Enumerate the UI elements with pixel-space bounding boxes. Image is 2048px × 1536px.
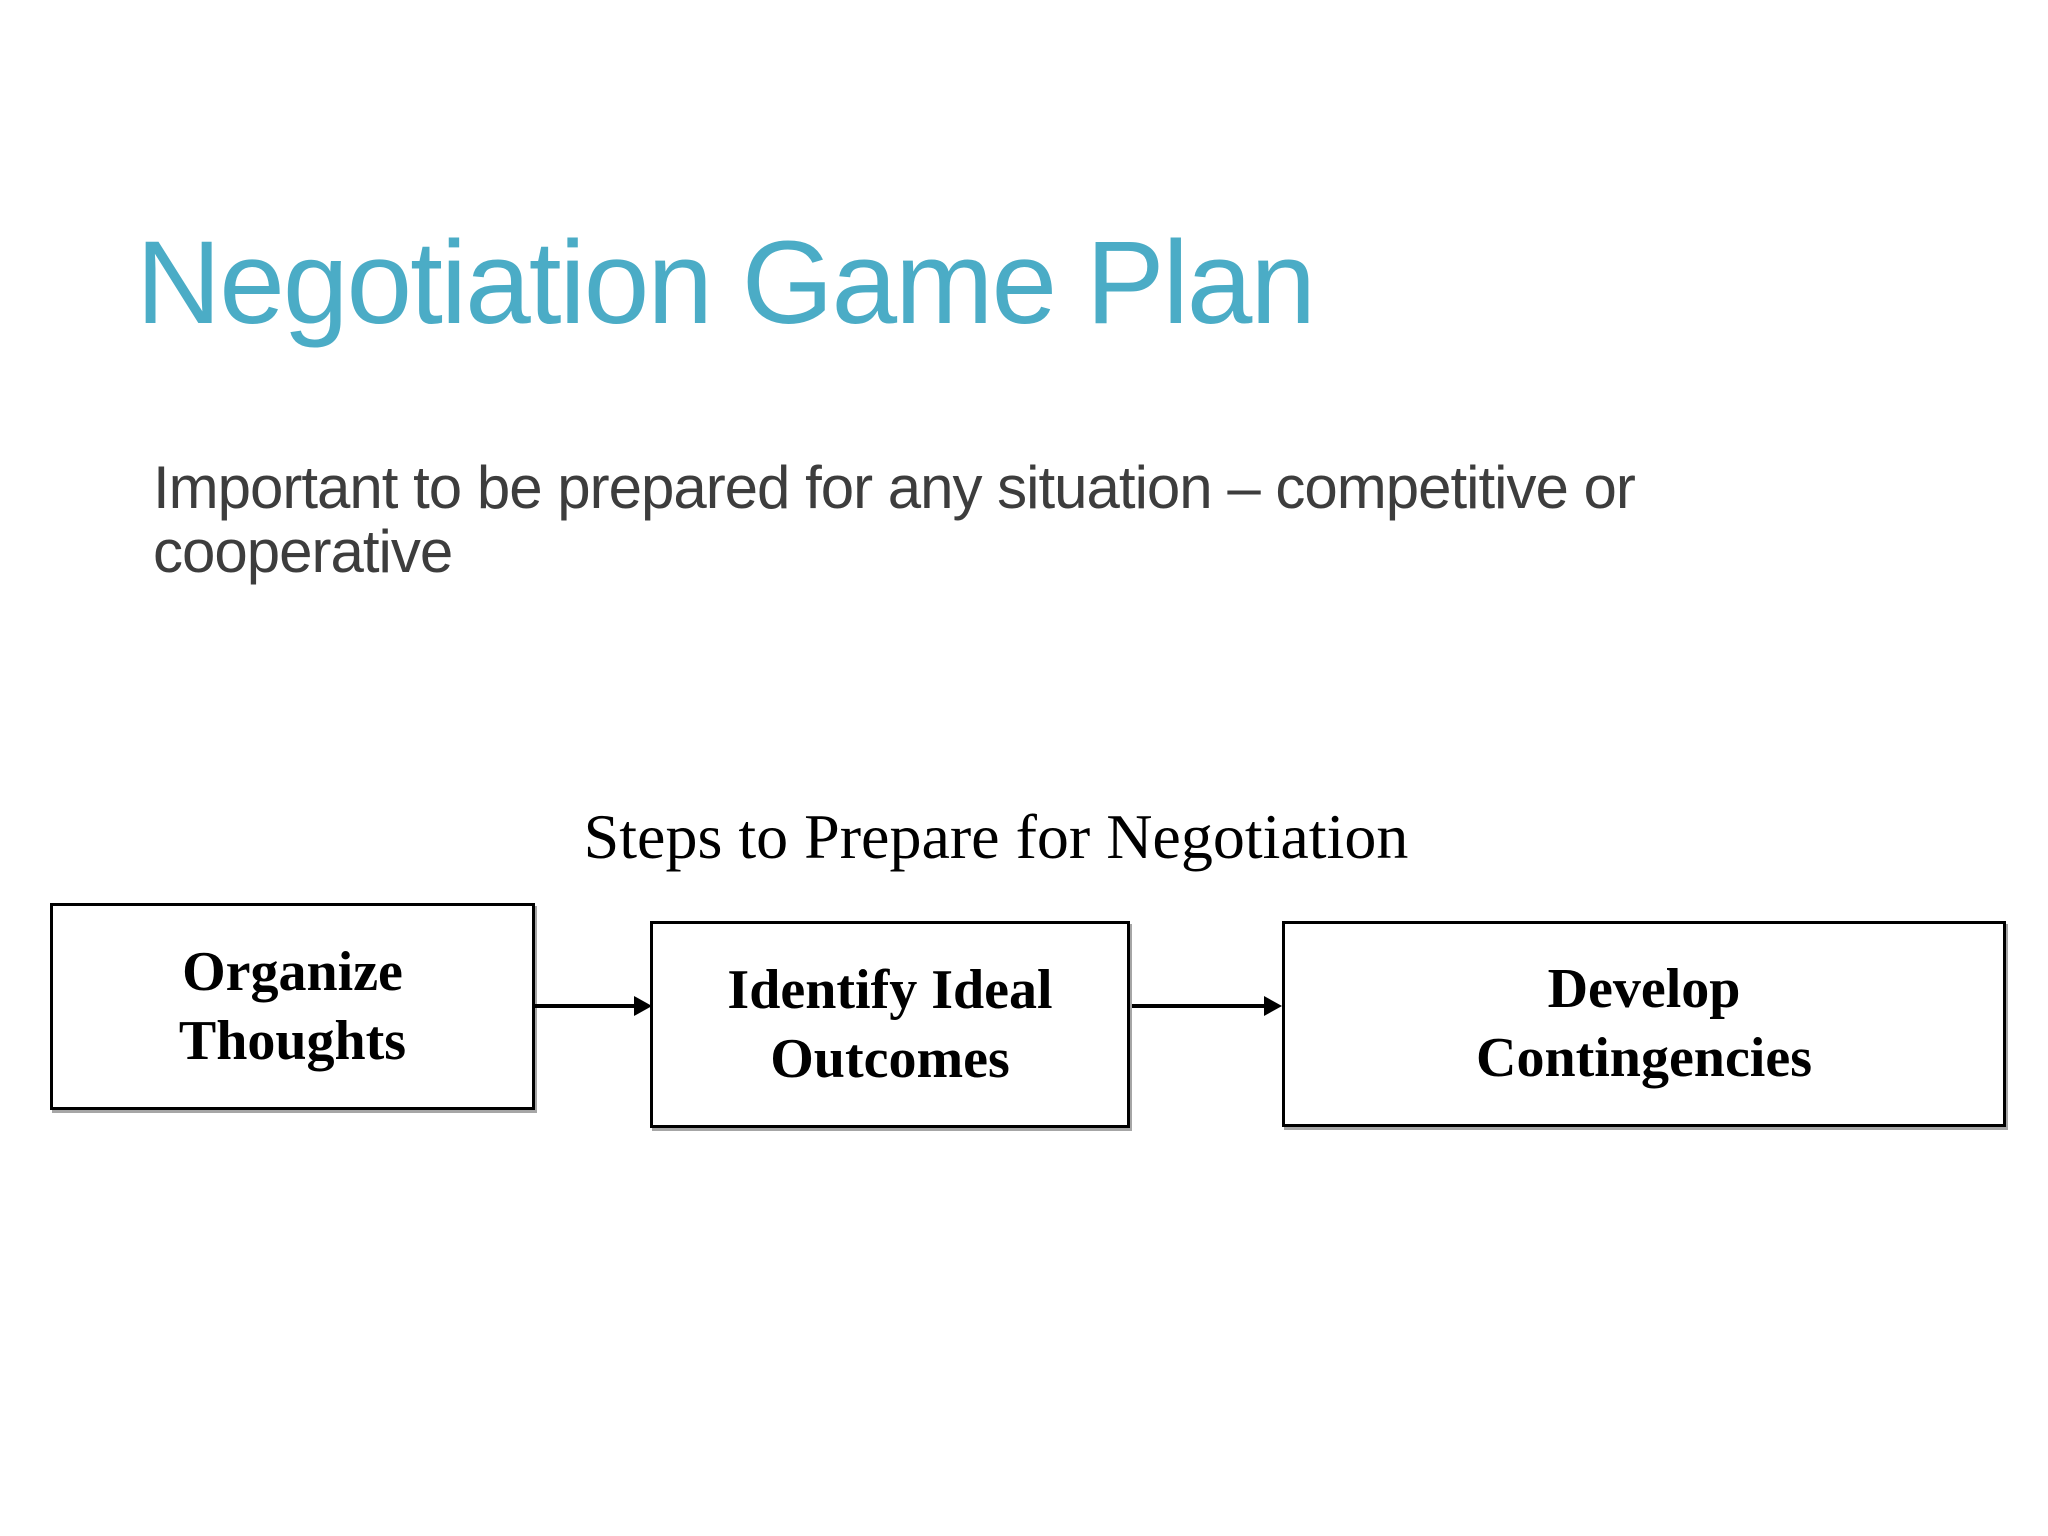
step-label: Develop Contingencies (1476, 955, 1812, 1093)
step-label-line-2: Thoughts (178, 1009, 407, 1072)
flow-connector-1 (532, 996, 652, 1016)
step-label-line-1: Organize (182, 940, 403, 1003)
step-box-develop-contingencies: Develop Contingencies (1282, 921, 2006, 1127)
slide-subtitle: Important to be prepared for any situati… (153, 454, 1636, 585)
step-box-organize-thoughts: Organize Thoughts (50, 903, 535, 1110)
slide-title: Negotiation Game Plan (136, 217, 1316, 349)
step-label: Organize Thoughts (179, 938, 406, 1076)
step-label-line-2: Outcomes (770, 1027, 1010, 1090)
flow-connector-2 (1132, 996, 1282, 1016)
step-label-line-1: Develop (1547, 958, 1741, 1020)
step-label-line-2: Contingencies (1476, 1027, 1812, 1089)
step-box-identify-ideal-outcomes: Identify Ideal Outcomes (650, 921, 1130, 1128)
arrow-right-icon (1264, 996, 1282, 1016)
subtitle-line-1: Important to be prepared for any situati… (153, 454, 1636, 521)
step-label: Identify Ideal Outcomes (727, 956, 1052, 1094)
arrow-right-icon (634, 996, 652, 1016)
diagram-heading: Steps to Prepare for Negotiation (583, 801, 1409, 872)
subtitle-line-2: cooperative (153, 518, 453, 585)
step-label-line-1: Identify Ideal (727, 958, 1053, 1021)
